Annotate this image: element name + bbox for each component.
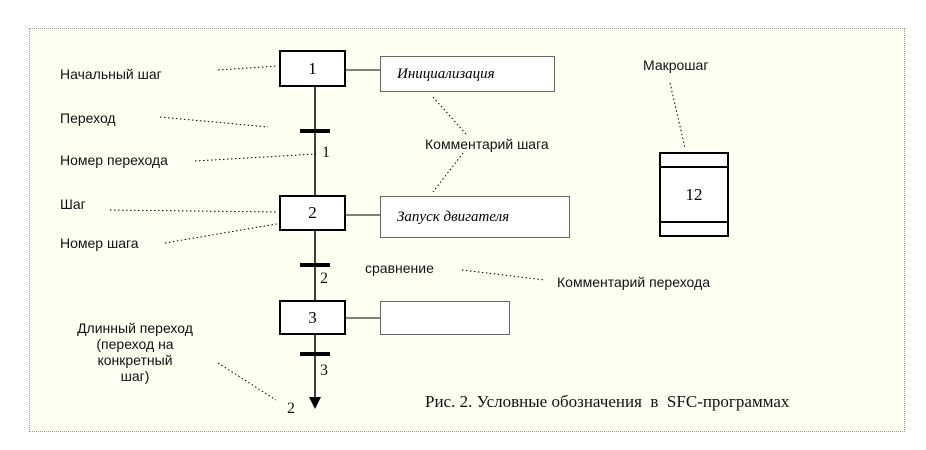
label-step-comment: Комментарий шага xyxy=(425,136,549,152)
step-comment-box-2[interactable]: Запуск двигателя xyxy=(380,196,570,238)
step-comment-box-3[interactable] xyxy=(380,301,510,335)
step-box-3[interactable]: 3 xyxy=(279,300,346,335)
long-transition-line-4: шаг) xyxy=(120,368,150,384)
label-macro-step: Макрошаг xyxy=(643,57,709,73)
transition-number-2: 2 xyxy=(320,270,328,287)
macro-step-box[interactable]: 12 xyxy=(659,152,729,237)
macro-step-top-bar xyxy=(661,166,727,168)
leader-long-transition xyxy=(217,362,277,401)
macro-step-number: 12 xyxy=(685,184,703,204)
label-transition: Переход xyxy=(60,110,116,126)
leader-transition xyxy=(159,116,269,128)
macro-step-bottom-bar xyxy=(661,221,727,223)
leader-step-comment-2 xyxy=(432,152,464,193)
leader-step-number xyxy=(164,219,301,244)
label-long-transition: Длинный переход (переход на конкретный ш… xyxy=(60,320,210,384)
leader-step xyxy=(109,209,279,213)
label-transition-comment: Комментарий перехода xyxy=(557,274,710,290)
leader-transition-comment xyxy=(461,269,546,281)
leader-transition-number xyxy=(194,153,317,162)
transition-number-1: 1 xyxy=(322,144,330,161)
long-transition-line-3: конкретный xyxy=(97,352,173,368)
leader-initial-step xyxy=(217,65,279,71)
long-transition-target: 2 xyxy=(287,400,295,417)
label-step-number: Номер шага xyxy=(60,235,139,251)
leader-macro-step xyxy=(669,82,686,149)
long-transition-line-1: Длинный переход xyxy=(77,320,193,336)
figure-caption: Рис. 2. Условные обозначения в SFC-прогр… xyxy=(425,392,790,411)
step-box-2[interactable]: 2 xyxy=(279,195,346,231)
label-transition-condition: сравнение xyxy=(365,260,434,276)
label-step: Шаг xyxy=(60,196,86,212)
long-transition-arrowhead xyxy=(309,397,321,409)
long-transition-line-2: (переход на xyxy=(96,336,174,352)
step-box-1[interactable]: 1 xyxy=(279,50,346,87)
label-initial-step: Начальный шаг xyxy=(60,66,162,82)
leader-step-comment-1 xyxy=(432,96,467,135)
step-comment-box-1[interactable]: Инициализация xyxy=(380,56,555,92)
label-transition-number: Номер перехода xyxy=(60,152,168,168)
transition-number-3: 3 xyxy=(320,362,328,379)
